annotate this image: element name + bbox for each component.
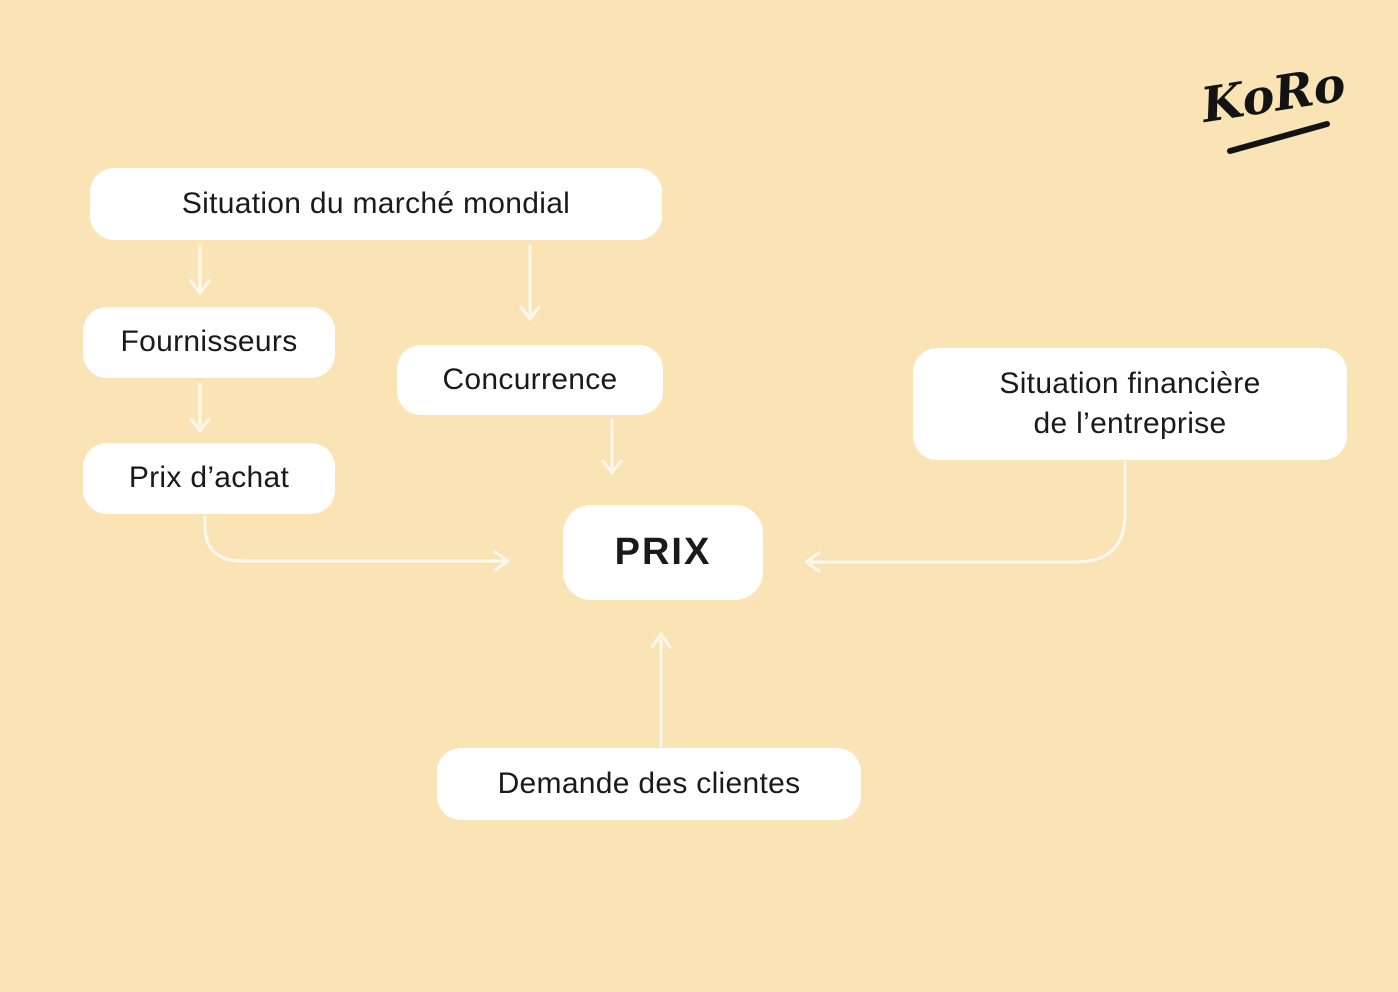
koro-logo-underline	[1227, 121, 1330, 154]
node-label-line2: de l’entreprise	[1033, 407, 1227, 440]
node-label: Prix d’achat	[128, 461, 290, 495]
arrow-suppliers-to-purchase-price	[189, 382, 211, 433]
node-situation-financiere: Situation financière de l’entreprise	[913, 348, 1347, 460]
arrow-market-to-competition	[519, 244, 541, 321]
node-fournisseurs: Fournisseurs	[83, 307, 335, 378]
node-label-line1: Situation financière	[999, 366, 1261, 400]
node-situation-marche-mondial: Situation du marché mondial	[90, 168, 662, 240]
node-label: Fournisseurs	[120, 325, 298, 359]
node-label: Demande des clientes	[497, 766, 801, 800]
node-label: PRIX	[614, 530, 712, 573]
node-prix-achat: Prix d’achat	[83, 443, 335, 514]
node-concurrence: Concurrence	[397, 345, 663, 415]
koro-logo: KoRo	[1200, 56, 1349, 154]
arrow-market-to-suppliers	[189, 244, 211, 295]
arrow-purchase-price-to-price	[203, 515, 510, 572]
node-label: Concurrence	[442, 362, 618, 396]
node-label: Situation du marché mondial	[181, 186, 571, 220]
arrow-competition-to-price	[601, 418, 623, 475]
arrow-financial-to-price	[804, 460, 1127, 573]
node-demande-clientes: Demande des clientes	[437, 748, 861, 820]
node-prix: PRIX	[563, 505, 763, 600]
arrow-demand-to-price	[650, 632, 672, 748]
